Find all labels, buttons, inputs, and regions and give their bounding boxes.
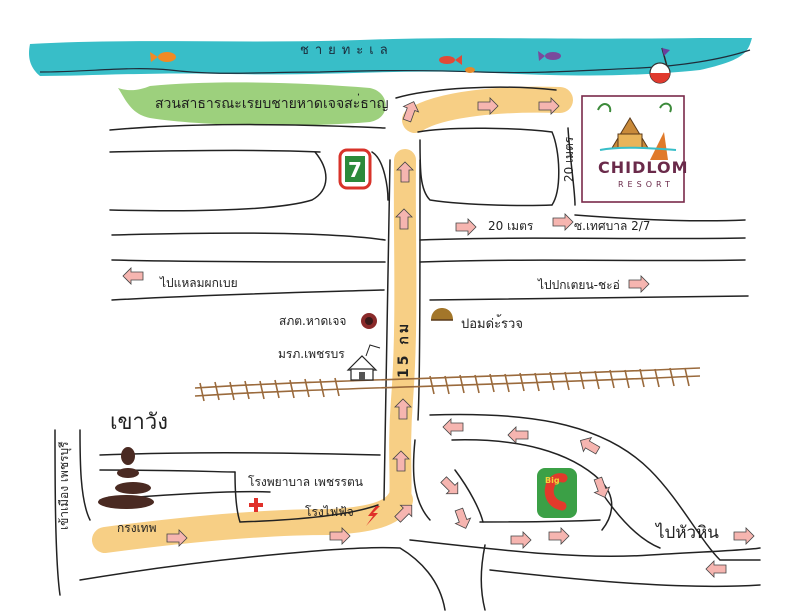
pom-label: ปอมด่ะ้รวจ: [461, 317, 523, 332]
to-city-label: เข้าเมือง เพชรบุรี: [57, 441, 71, 530]
hospital-cross-icon: [249, 498, 263, 512]
police-label: สภต.หาดเจจ: [279, 314, 347, 328]
direction-arrow-icon: [507, 426, 529, 444]
direction-arrow-icon: [442, 418, 464, 436]
direction-arrow-icon: [122, 267, 144, 285]
left-road-label: ไปแหลมผกเบย: [160, 276, 238, 290]
direction-arrow-icon: [590, 475, 613, 501]
direction-arrow-icon: [552, 213, 574, 231]
railway: [194, 367, 701, 402]
svg-text:Big: Big: [545, 476, 560, 485]
svg-text:7: 7: [348, 158, 362, 182]
direction-arrow-icon: [628, 275, 650, 293]
power-label: โรงไฟฟ้จ: [305, 505, 354, 519]
direction-arrow-icon: [733, 527, 755, 545]
fish-icon: [538, 51, 561, 61]
school-label: มรภ.เพชรบร: [278, 347, 345, 361]
main-road-label: 15 กม: [396, 320, 412, 378]
park-label: สวนสาธารณะเรยบชายหาดเจจสะ่ธาญ: [155, 96, 389, 112]
road-width-label: 20 เมตร: [562, 136, 576, 182]
direction-arrow-icon: [510, 531, 532, 549]
sea-wave: [39, 49, 751, 74]
direction-arrow-icon: [576, 433, 603, 458]
school-icon: [346, 344, 381, 381]
direction-arrow-icon: [455, 218, 477, 236]
direction-arrow-icon: [548, 527, 570, 545]
chidlom-resort-logo: [581, 95, 685, 203]
khao-wang-mountain-icon: [98, 447, 154, 509]
road-lines: [54, 86, 761, 611]
direction-arrow-icon: [437, 473, 464, 500]
resort-subtitle: RESORT: [618, 180, 674, 189]
right-road-label: ไปปกเตยน-ชะอ่: [538, 278, 620, 292]
fish-icon: [150, 52, 176, 62]
fish-icon: [439, 55, 462, 65]
big-c-logo: Big: [537, 468, 577, 518]
beach-ball-icon: [649, 62, 671, 84]
pom-icon: [431, 308, 453, 321]
soi-label: ซ.เทศบาล 2/7: [574, 219, 651, 233]
seven-eleven-logo: 7: [338, 148, 372, 190]
police-icon: [361, 313, 377, 329]
direction-arrow-icon: [451, 506, 474, 532]
direction-arrow-icon: [705, 560, 727, 578]
sea-label: ชายทะเล: [300, 43, 394, 58]
sea-band: [29, 38, 753, 76]
bangkok-label: กรงเทพ: [117, 521, 157, 535]
lightning-icon: [366, 506, 380, 526]
fish-icon: [465, 67, 475, 73]
hua-hin-label: ไปหัวหิน: [656, 523, 719, 543]
road-width-label: 20 เมตร: [488, 219, 534, 233]
resort-name: CHIDLOM: [598, 158, 689, 177]
hospital-label: โรงพยาบาล เพชรรตน: [248, 475, 363, 489]
khao-wang-label: เขาวัง: [110, 410, 169, 435]
park-shape: [118, 82, 386, 126]
